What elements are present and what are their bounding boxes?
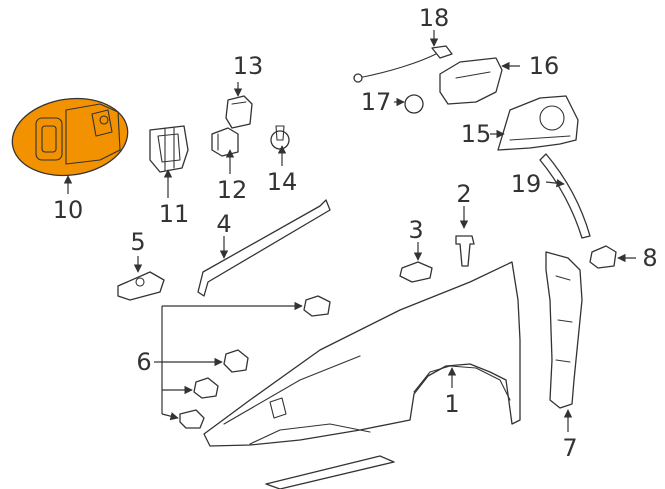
part-14-pin[interactable] xyxy=(270,125,290,150)
part-6-clip-a[interactable] xyxy=(303,295,331,317)
callout-13: 13 xyxy=(233,52,264,80)
callout-15: 15 xyxy=(461,120,492,148)
callout-16: 16 xyxy=(529,52,560,80)
part-19-seal[interactable] xyxy=(539,153,591,239)
leader-lines xyxy=(63,30,636,432)
callout-12: 12 xyxy=(217,176,248,204)
part-16-actuator[interactable] xyxy=(439,57,503,105)
part-13-clip[interactable] xyxy=(225,95,253,129)
callout-5: 5 xyxy=(130,228,145,256)
part-18-cable[interactable] xyxy=(353,45,453,83)
lower-trim-strip xyxy=(265,455,395,489)
part-6-clip-d[interactable] xyxy=(179,409,205,429)
part-3-clip[interactable] xyxy=(399,261,433,283)
part-15-housing[interactable] xyxy=(497,95,579,151)
part-8-clip[interactable] xyxy=(589,245,617,269)
part-4-rod[interactable] xyxy=(197,199,331,297)
part-7-bracket[interactable] xyxy=(545,251,583,409)
callout-10: 10 xyxy=(53,196,84,224)
part-2-bolt[interactable] xyxy=(455,235,475,267)
part-17-nut[interactable] xyxy=(404,94,424,114)
part-10-highlighted[interactable] xyxy=(7,91,132,182)
callout-17: 17 xyxy=(361,88,392,116)
callout-4: 4 xyxy=(216,210,231,238)
callout-19: 19 xyxy=(511,170,542,198)
part-12-clip[interactable] xyxy=(211,127,239,157)
part-6-clip-c[interactable] xyxy=(193,377,219,399)
part-5-bracket[interactable] xyxy=(117,271,165,301)
callout-2: 2 xyxy=(456,180,471,208)
callout-8: 8 xyxy=(642,244,657,272)
callout-7: 7 xyxy=(562,434,577,462)
callout-14: 14 xyxy=(267,168,298,196)
part-1-fender[interactable] xyxy=(203,261,521,447)
callout-6: 6 xyxy=(136,348,151,376)
callout-18: 18 xyxy=(419,4,450,32)
callout-1: 1 xyxy=(444,390,459,418)
part-6-clip-b[interactable] xyxy=(223,349,249,373)
callout-11: 11 xyxy=(159,200,190,228)
callout-3: 3 xyxy=(408,216,423,244)
part-11-bracket[interactable] xyxy=(149,125,189,173)
